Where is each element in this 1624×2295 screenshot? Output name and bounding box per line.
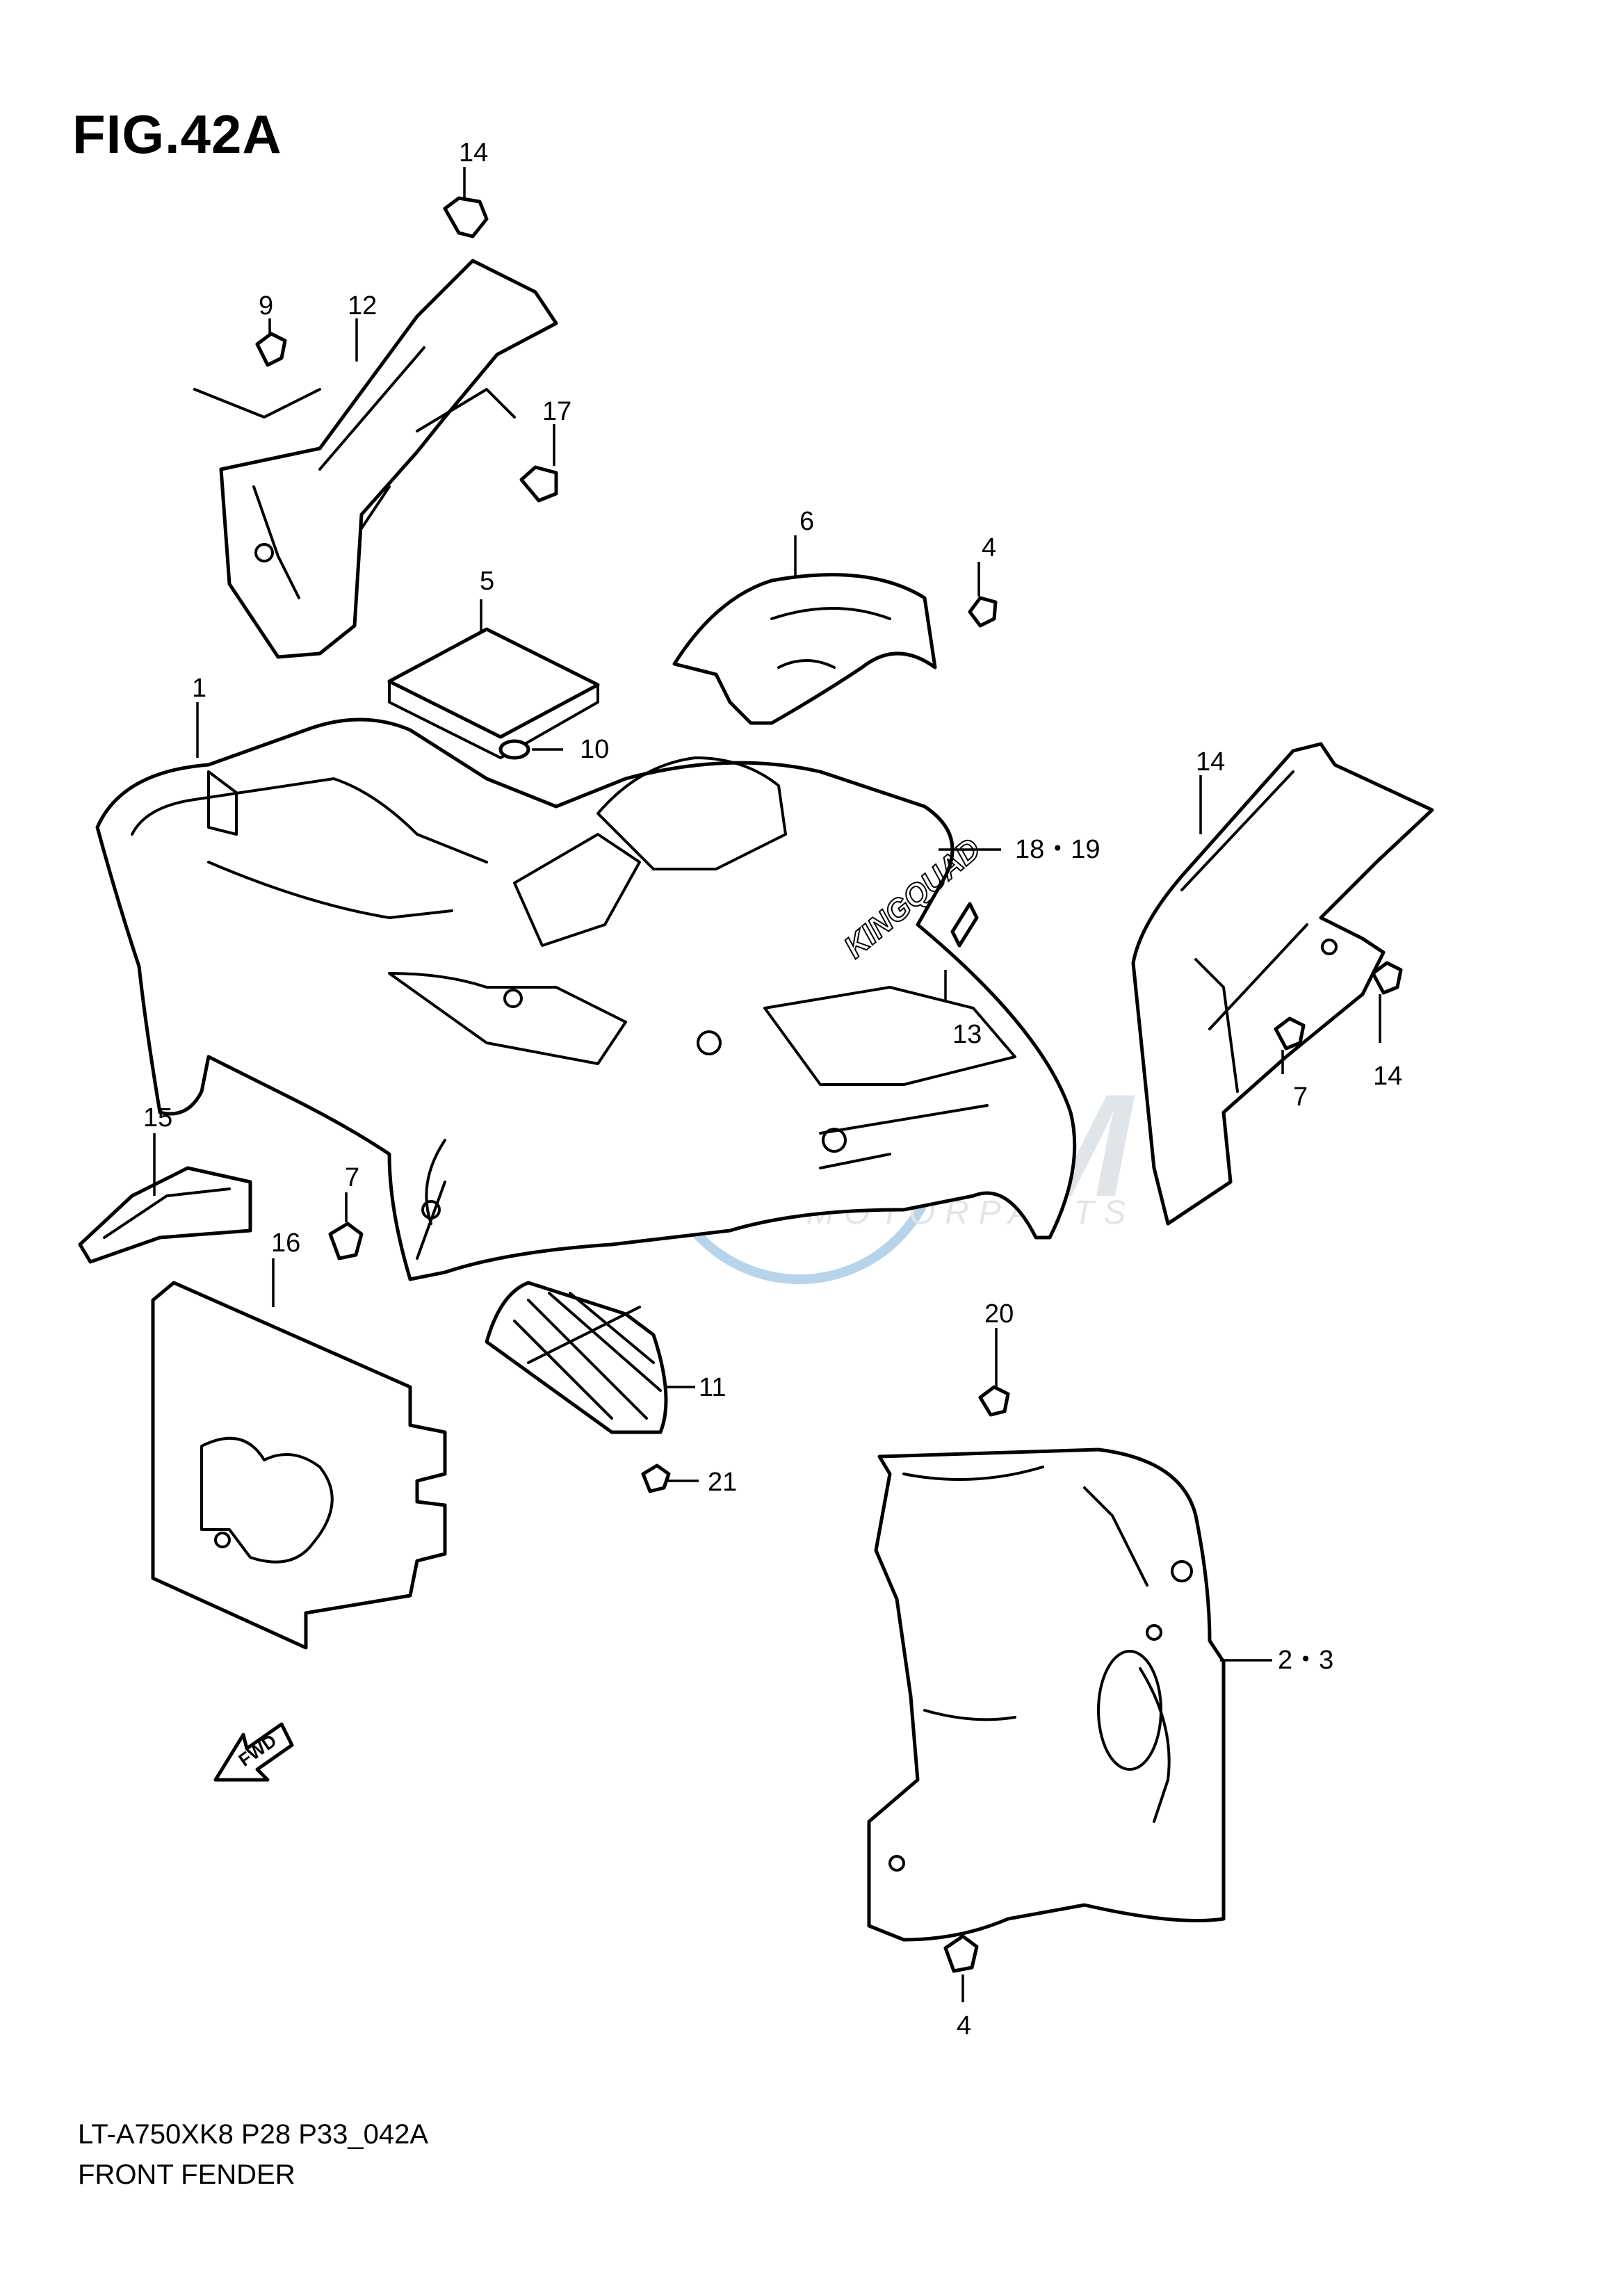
fasteners [255, 196, 1403, 1973]
callout-7a: 7 [345, 1163, 359, 1192]
callout-14b: 14 [1373, 1062, 1402, 1091]
part-10-clip [255, 332, 287, 367]
callout-21: 21 [708, 1468, 737, 1497]
part-14-clip-right [1371, 961, 1403, 995]
part-17-grommet [519, 465, 558, 503]
part-4-clip-lower [943, 1934, 979, 1973]
part-6-center-cover [672, 573, 937, 725]
part-7-clip-left [328, 1222, 364, 1260]
part-5-storage-lid [387, 627, 600, 759]
callout-6: 6 [799, 507, 814, 536]
callout-8: 10 [580, 735, 609, 764]
callout-10: 9 [259, 291, 273, 321]
part-20-screw [978, 1385, 1010, 1417]
callout-11: 13 [952, 1020, 982, 1049]
part-21-screw [641, 1463, 671, 1493]
part-16-mud-guard [151, 1281, 447, 1650]
section-name: FRONT FENDER [78, 2159, 295, 2190]
callout-4b: 4 [957, 2011, 971, 2041]
part-12-left-side-panel [193, 259, 558, 659]
callout-15: 15 [143, 1103, 172, 1133]
part-11-decal [950, 902, 979, 948]
callout-1: 1 [192, 674, 206, 703]
callout-5: 5 [480, 567, 494, 596]
part-1-front-fender: KINGQUAD [95, 717, 1077, 1281]
part-13-right-side-panel [1131, 742, 1434, 1226]
part-9-vent-grille [485, 1281, 668, 1434]
callout-4a: 4 [982, 533, 996, 562]
callout-18-19: 18・19 [1015, 835, 1101, 864]
callout-12: 12 [348, 291, 377, 321]
part-15-bracket [78, 1166, 252, 1264]
callout-20: 20 [984, 1299, 1014, 1329]
callout-labels: 14 9 12 17 6 4 5 1 10 18・19 13 14 14 7 1… [143, 138, 1402, 2041]
model-code: LT-A750XK8 P28 P33_042A [78, 2119, 429, 2150]
callout-17: 17 [542, 397, 571, 426]
figure-title: FIG.42A [72, 104, 282, 165]
forward-direction-marker: FWD [213, 1722, 294, 1782]
part-8-grommet [498, 739, 530, 760]
leader-lines [153, 167, 1381, 2002]
part-7-clip-right [1274, 1016, 1306, 1051]
part-14-clip-top [443, 196, 489, 238]
part-2-3-inner-fender [867, 1447, 1226, 1942]
callout-13: 14 [1196, 747, 1225, 777]
forward-arrow-icon [213, 1722, 294, 1782]
part-4-clip-upper [968, 596, 998, 628]
callout-2-3: 2・3 [1278, 1646, 1333, 1675]
callout-9: 11 [699, 1373, 726, 1402]
callout-7b: 7 [1293, 1082, 1308, 1112]
callout-14a: 14 [459, 138, 488, 168]
callout-16: 16 [271, 1228, 300, 1258]
